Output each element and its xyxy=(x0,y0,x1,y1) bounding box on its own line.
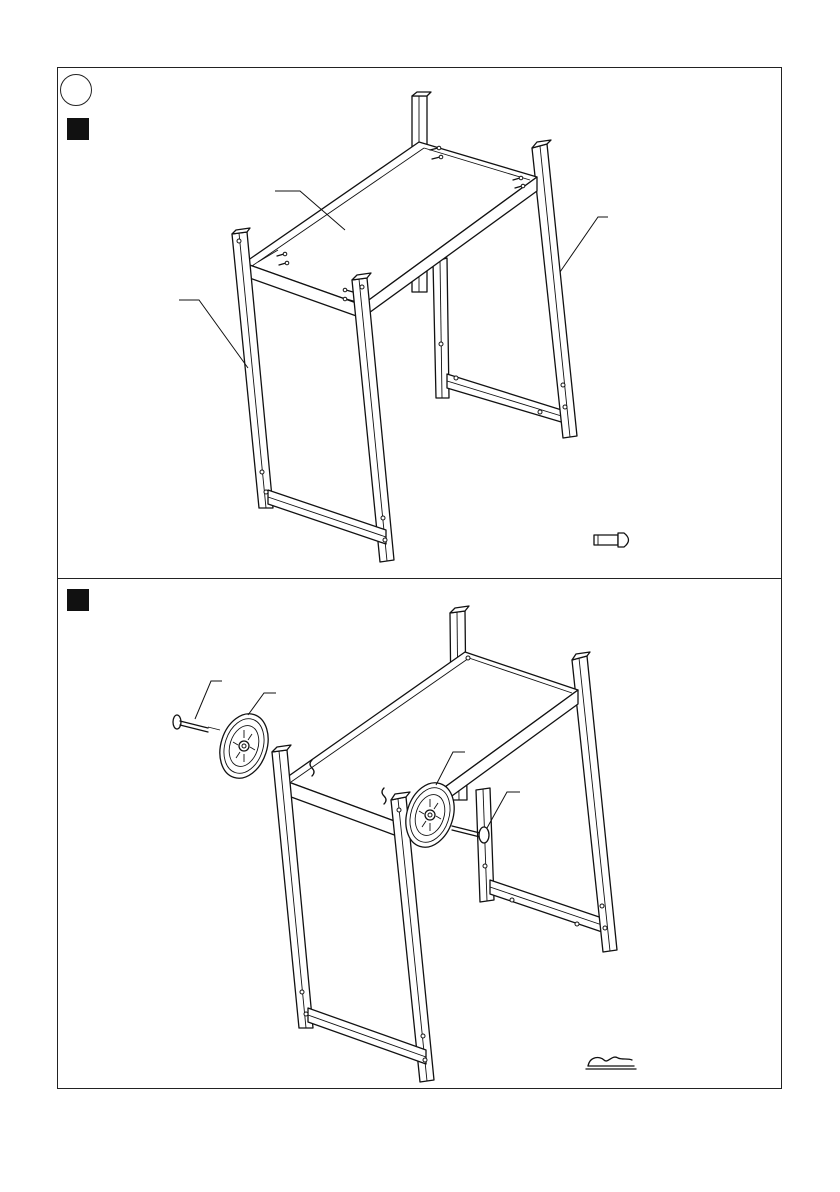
bolt-icon xyxy=(594,533,629,547)
left-wheel xyxy=(212,708,276,785)
leader-axle-bolt xyxy=(195,681,222,719)
leader-right-leg xyxy=(560,217,608,272)
leader-left-leg xyxy=(179,300,248,368)
hairpin-clip-icon xyxy=(586,1057,636,1069)
leader-left-wheel xyxy=(248,693,276,715)
axle-bolt-right xyxy=(452,826,489,843)
axle-bolt-left xyxy=(173,715,220,732)
top-shelf xyxy=(244,142,537,318)
frame-assembly-drawing xyxy=(179,92,608,562)
wheel-assembly-drawing xyxy=(173,606,617,1082)
leader-washer xyxy=(487,792,520,828)
